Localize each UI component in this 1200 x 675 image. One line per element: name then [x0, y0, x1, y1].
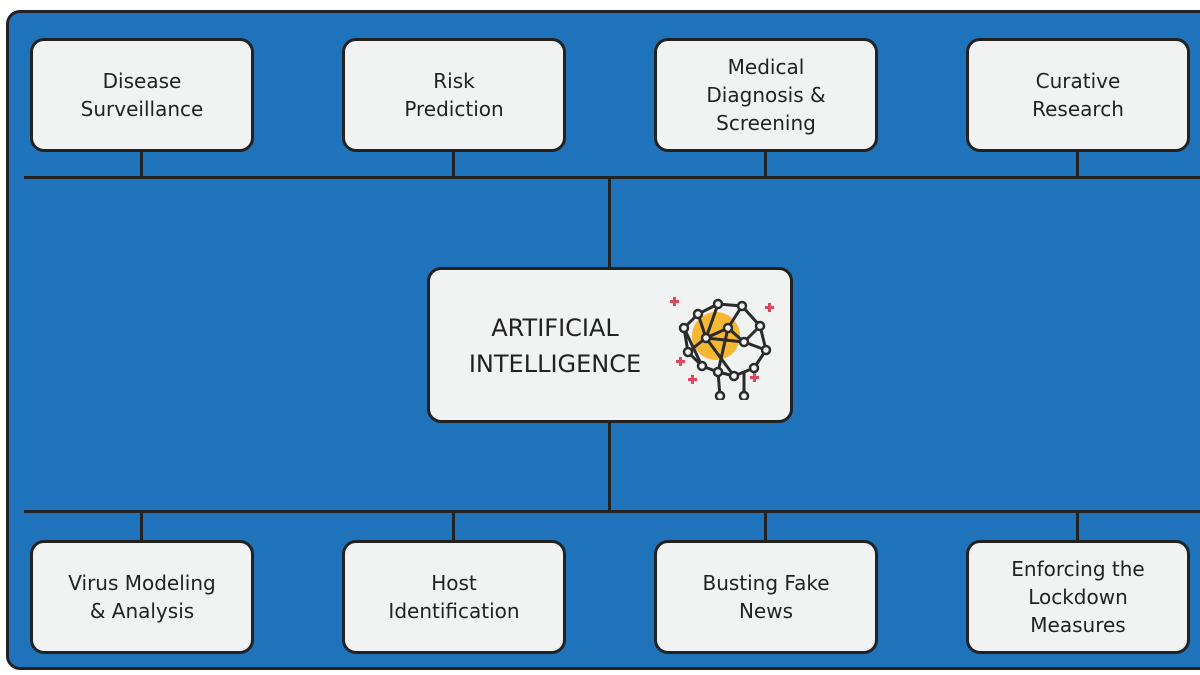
- top-connector-4: [1076, 150, 1079, 178]
- top-connector-1: [140, 150, 143, 178]
- top-box-curative-research: Curative Research: [966, 38, 1190, 152]
- center-top-connector: [608, 177, 611, 268]
- bottom-connector-4: [1076, 511, 1079, 541]
- bottom-box-virus-modeling: Virus Modeling & Analysis: [30, 540, 254, 654]
- ai-brain-network-icon: [670, 297, 774, 400]
- bottom-connector-3: [764, 511, 767, 541]
- top-box-medical-diagnosis: Medical Diagnosis & Screening: [654, 38, 878, 152]
- bottom-box-host-identification: Host Identification: [342, 540, 566, 654]
- center-bottom-connector: [608, 422, 611, 513]
- top-bus-line: [24, 176, 1200, 179]
- top-box-risk-prediction: Risk Prediction: [342, 38, 566, 152]
- bottom-box-busting-fake-news: Busting Fake News: [654, 540, 878, 654]
- bottom-connector-1: [140, 511, 143, 541]
- center-ai-label: ARTIFICIAL INTELLIGENCE: [468, 314, 642, 378]
- bottom-bus-line: [24, 510, 1200, 513]
- top-connector-2: [452, 150, 455, 178]
- bottom-box-enforcing-lockdown: Enforcing the Lockdown Measures: [966, 540, 1190, 654]
- top-box-disease-surveillance: Disease Surveillance: [30, 38, 254, 152]
- bottom-connector-2: [452, 511, 455, 541]
- top-connector-3: [764, 150, 767, 178]
- center-ai-box: ARTIFICIAL INTELLIGENCE: [427, 267, 793, 423]
